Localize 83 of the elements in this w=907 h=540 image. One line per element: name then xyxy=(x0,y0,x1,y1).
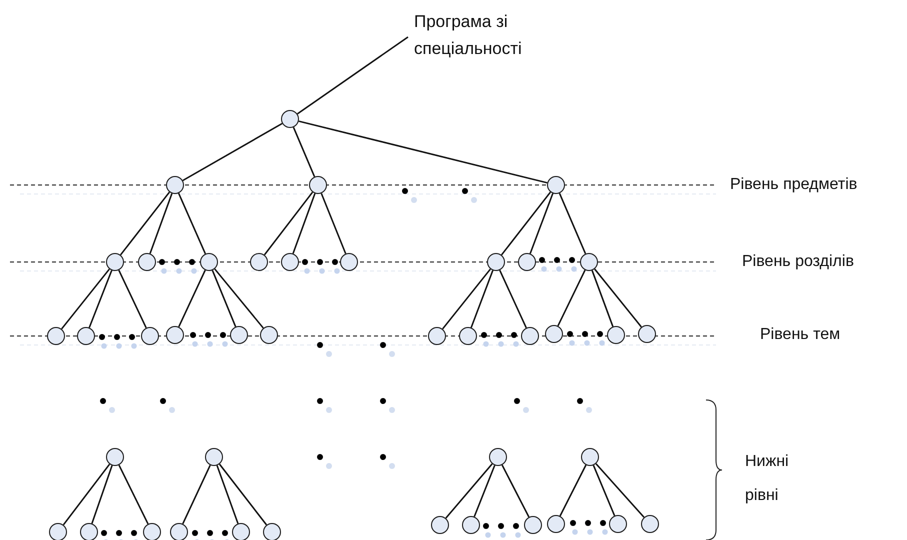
tree-node-circle xyxy=(281,110,299,128)
tree-node-circle xyxy=(166,176,184,194)
tree-node-circle xyxy=(487,253,505,271)
tree-branch-line xyxy=(182,464,211,524)
tree-branch-line xyxy=(592,465,616,516)
tree-branch-line xyxy=(557,270,586,326)
tree-branch-line xyxy=(149,193,173,254)
tree-branch-line xyxy=(212,270,236,327)
tree-node-circle xyxy=(106,448,124,466)
tree-node-circle xyxy=(47,327,65,345)
tree-node-circle xyxy=(309,176,327,194)
tree-branch-line xyxy=(216,465,239,524)
tree-branch-line xyxy=(218,464,268,526)
tree-node-circle xyxy=(638,325,656,343)
tree-node-circle xyxy=(581,448,599,466)
tree-node-circle xyxy=(138,253,156,271)
tree-node-circle xyxy=(260,326,278,344)
tree-node-circle xyxy=(518,253,536,271)
tree-node-circle xyxy=(263,523,281,540)
tree-node-circle xyxy=(166,326,184,344)
level-label: Рівень предметів xyxy=(730,175,858,195)
leader-line xyxy=(296,36,408,114)
tree-branch-line xyxy=(182,122,283,182)
tree-branch-line xyxy=(178,192,206,254)
tree-branch-line xyxy=(499,270,527,328)
tree-node-circle xyxy=(200,253,218,271)
tree-node-circle xyxy=(106,253,124,271)
tree-node-circle xyxy=(459,327,477,345)
tree-branch-line xyxy=(595,463,645,518)
tree-node-circle xyxy=(141,327,159,345)
tree-node-circle xyxy=(580,253,598,271)
tree-branch-line xyxy=(559,464,587,516)
tree-node-circle xyxy=(281,253,299,271)
level-label: Рівень тем xyxy=(760,325,840,345)
tree-node-circle xyxy=(77,327,95,345)
tree-node-circle xyxy=(609,515,627,533)
tree-node-circle xyxy=(340,253,358,271)
tree-node-circle xyxy=(607,326,625,344)
tree-branch-line xyxy=(470,270,494,328)
tree-node-circle xyxy=(547,515,565,533)
tree-branch-line xyxy=(120,192,170,256)
tree-branch-line xyxy=(501,464,530,518)
tree-node-circle xyxy=(143,523,161,540)
tree-branch-line xyxy=(442,268,491,330)
tree-branch-line xyxy=(61,268,110,330)
caption-text: Програма зі спеціальності xyxy=(414,8,564,62)
tree-node-circle xyxy=(80,523,98,540)
tree-node-circle xyxy=(524,516,542,534)
tree-branch-line xyxy=(118,270,147,328)
tree-branch-line xyxy=(264,192,314,256)
tree-node-circle xyxy=(170,523,188,540)
tree-branch-line xyxy=(88,270,112,328)
tree-node-circle xyxy=(521,327,539,345)
tree-node-circle xyxy=(205,448,223,466)
tree-branch-line xyxy=(178,270,206,328)
tree-branch-line xyxy=(591,270,614,327)
tree-node-circle xyxy=(641,515,659,533)
tree-node-circle xyxy=(489,448,507,466)
tree-node-circle xyxy=(547,176,565,194)
tree-branch-line xyxy=(500,192,552,256)
tree-branch-line xyxy=(558,192,586,254)
tree-branch-line xyxy=(594,268,642,328)
tree-branch-line xyxy=(445,463,493,519)
tree-node-circle xyxy=(545,325,563,343)
tree-branch-line xyxy=(118,464,149,524)
tree-branch-line xyxy=(214,268,264,329)
tree-node-circle xyxy=(462,516,480,534)
tree-node-circle xyxy=(232,523,250,540)
tree-branch-line xyxy=(292,193,316,254)
tree-branch-line xyxy=(298,120,548,184)
level-label: Рівень розділів xyxy=(742,252,854,272)
tree-branch-line xyxy=(62,464,110,526)
level-label: Нижні рівні xyxy=(745,452,790,506)
tree-branch-line xyxy=(529,193,554,254)
tree-branch-line xyxy=(474,465,496,517)
tree-branch-line xyxy=(292,127,316,177)
tree-node-circle xyxy=(428,327,446,345)
tree-node-circle xyxy=(250,253,268,271)
tree-node-circle xyxy=(49,523,67,540)
tree-branch-line xyxy=(320,193,346,254)
tree-node-circle xyxy=(230,326,248,344)
tree-node-circle xyxy=(431,516,449,534)
tree-branch-line xyxy=(91,465,113,524)
